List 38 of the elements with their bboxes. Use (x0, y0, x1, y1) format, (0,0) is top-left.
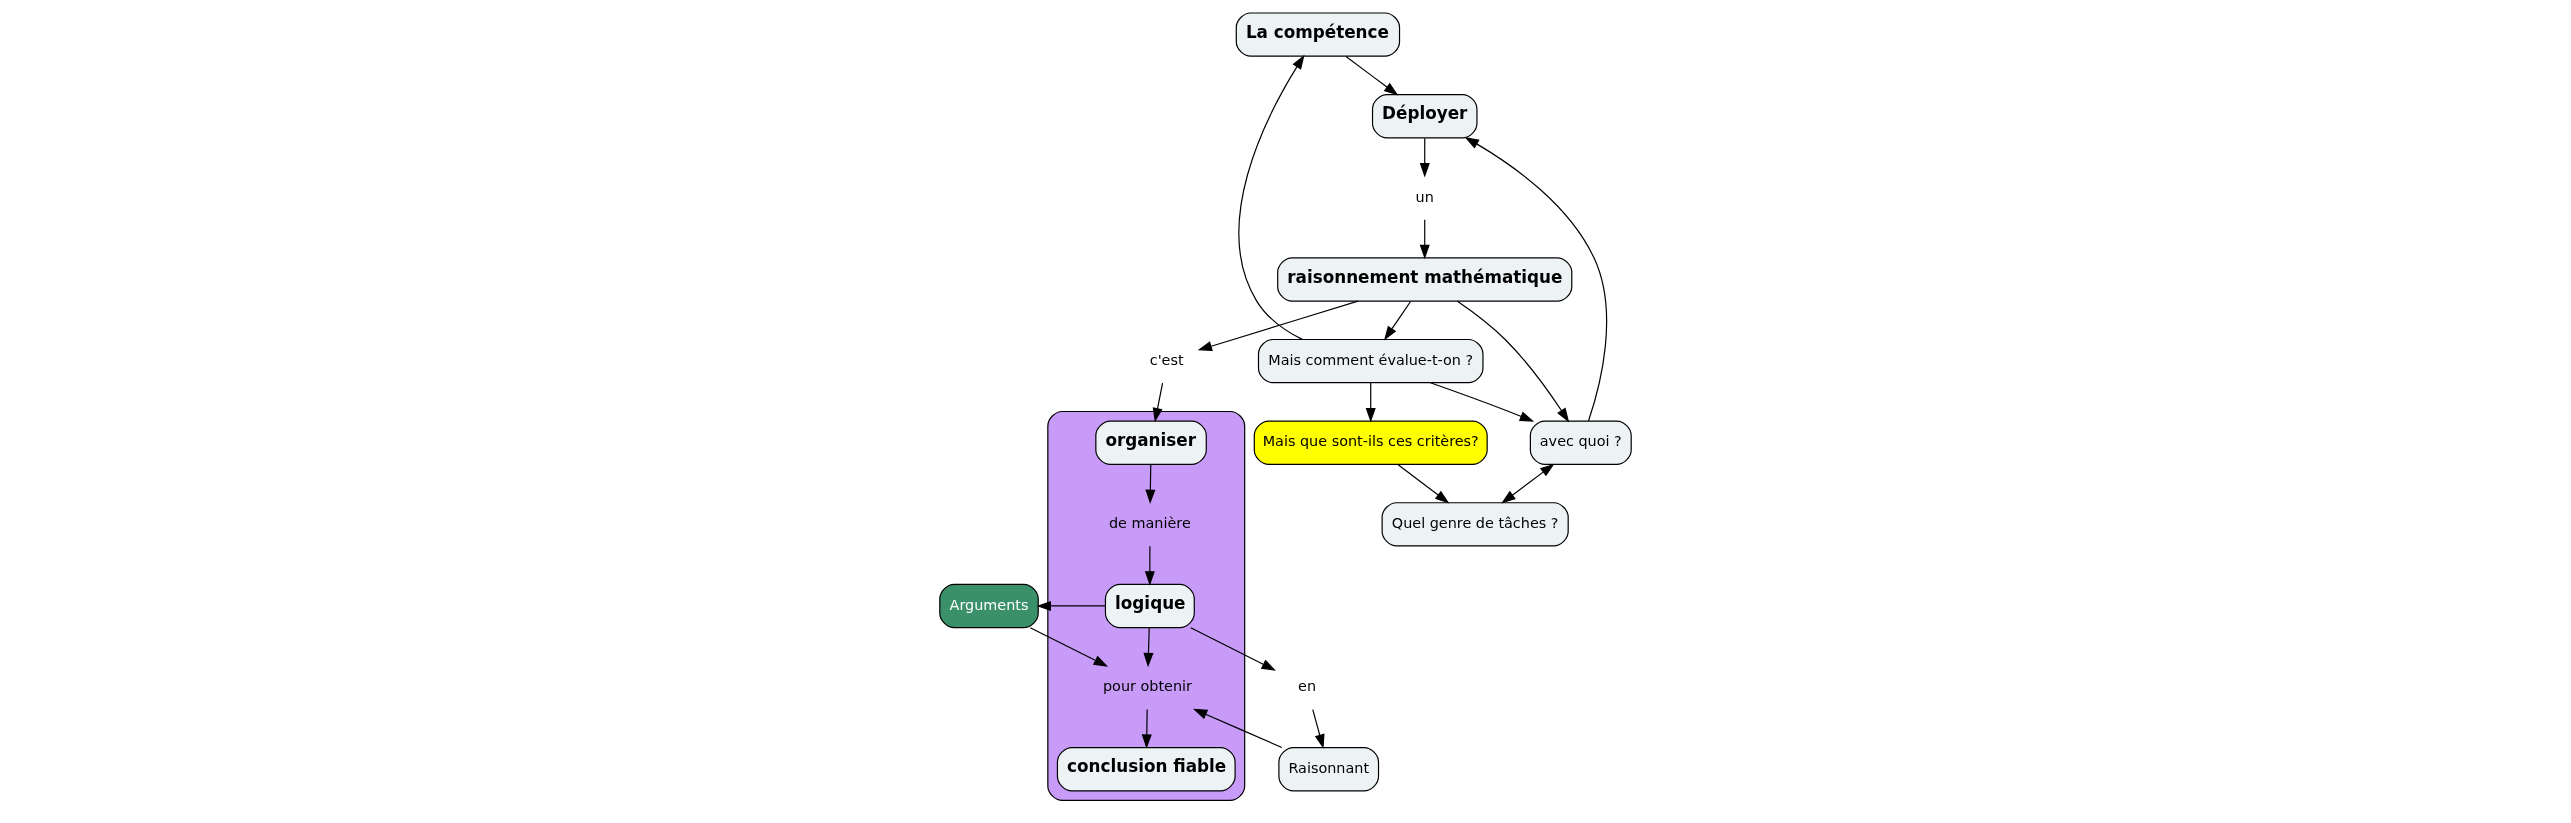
node-box: raisonnement mathématique (1277, 257, 1573, 302)
arrow (1419, 219, 1430, 260)
node-text: c'est (1149, 351, 1184, 368)
node-text: en (1298, 678, 1317, 695)
arrow (1464, 136, 1608, 422)
arrow (1397, 464, 1450, 504)
arrow (1144, 545, 1155, 586)
node-box: Arguments (939, 583, 1039, 629)
arrow (1143, 627, 1154, 668)
arrow (1312, 709, 1325, 749)
arrow (1384, 300, 1412, 341)
node-box: La compétence (1235, 12, 1401, 57)
node-box: Quel genre de tâches ? (1381, 502, 1569, 547)
arrow (1029, 627, 1109, 667)
node-box: conclusion fiable (1056, 747, 1236, 792)
node-text: un (1415, 188, 1434, 205)
arrow (1192, 708, 1283, 749)
arrow (1419, 137, 1430, 178)
arrow (1238, 54, 1305, 340)
node-box: logique (1104, 583, 1195, 629)
node-box: Déployer (1371, 94, 1478, 139)
arrow (1190, 627, 1276, 671)
node-text: pour obtenir (1102, 678, 1192, 695)
arrow (1036, 600, 1106, 611)
node-text: de manière (1108, 515, 1191, 532)
arrow (1197, 300, 1359, 351)
node-box: avec quoi ? (1529, 420, 1632, 465)
arrow (1141, 709, 1152, 749)
arrow (1152, 382, 1164, 423)
node-box: Mais comment évalue-t-on ? (1257, 338, 1484, 384)
arrow (1145, 464, 1156, 504)
node-box: Raisonnant (1278, 747, 1380, 792)
arrow (1365, 382, 1376, 423)
node-box: Mais que sont-ils ces critères? (1253, 420, 1488, 465)
node-box: organiser (1095, 420, 1207, 465)
arrow (1501, 463, 1555, 504)
arrow (1456, 300, 1570, 423)
arrow (1345, 56, 1399, 96)
